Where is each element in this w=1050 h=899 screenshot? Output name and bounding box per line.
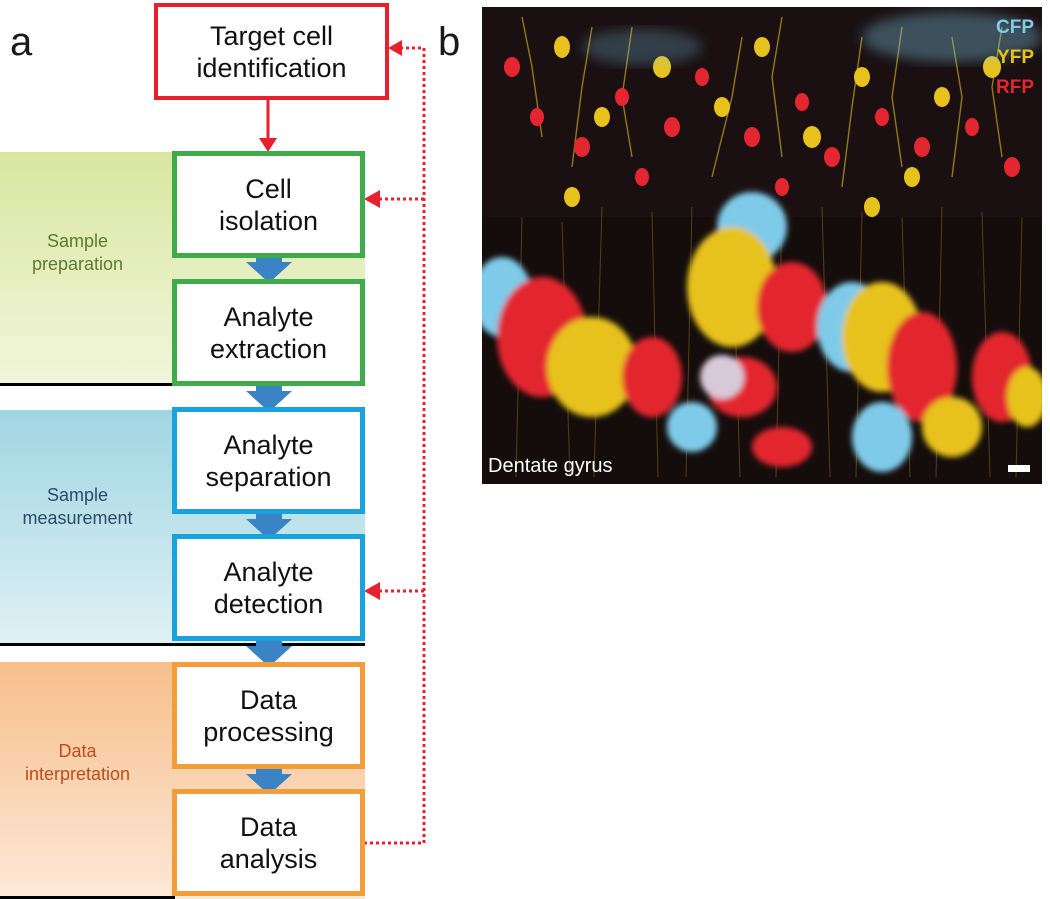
phase-divider <box>0 896 175 899</box>
panel-label-b: b <box>438 20 461 64</box>
arrowhead-target-to-isolation <box>259 138 277 152</box>
phase-label-data-interpretation: Data interpretation <box>24 741 131 784</box>
micrograph-caption: Dentate gyrus <box>488 455 613 477</box>
dentate-gyrus-micrograph: CFP YFP RFP Dentate gyrus <box>482 7 1042 484</box>
phase-label-sample-measurement: Sample measurement <box>22 485 133 528</box>
legend-rfp: RFP <box>996 77 1034 98</box>
feedback-loop <box>364 46 426 845</box>
legend-cfp: CFP <box>996 17 1034 38</box>
step-analyte-detection: Analyte detection <box>172 534 365 641</box>
step-analyte-extraction: Analyte extraction <box>172 279 365 386</box>
phase-divider <box>0 383 175 386</box>
step-analyte-separation: Analyte separation <box>172 407 365 514</box>
scale-bar <box>1008 465 1030 472</box>
step-data-processing: Data processing <box>172 662 365 769</box>
phase-label-sample-preparation: Sample preparation <box>31 231 124 274</box>
feedback-arrowheads <box>364 40 402 600</box>
step-cell-isolation: Cell isolation <box>172 151 365 258</box>
step-target-cell-identification: Target cell identification <box>154 3 389 100</box>
micrograph-image <box>482 7 1042 484</box>
panel-label-a: a <box>10 20 33 64</box>
step-data-analysis: Data analysis <box>172 789 365 896</box>
legend-yfp: YFP <box>997 47 1034 68</box>
phase-divider <box>0 643 365 646</box>
